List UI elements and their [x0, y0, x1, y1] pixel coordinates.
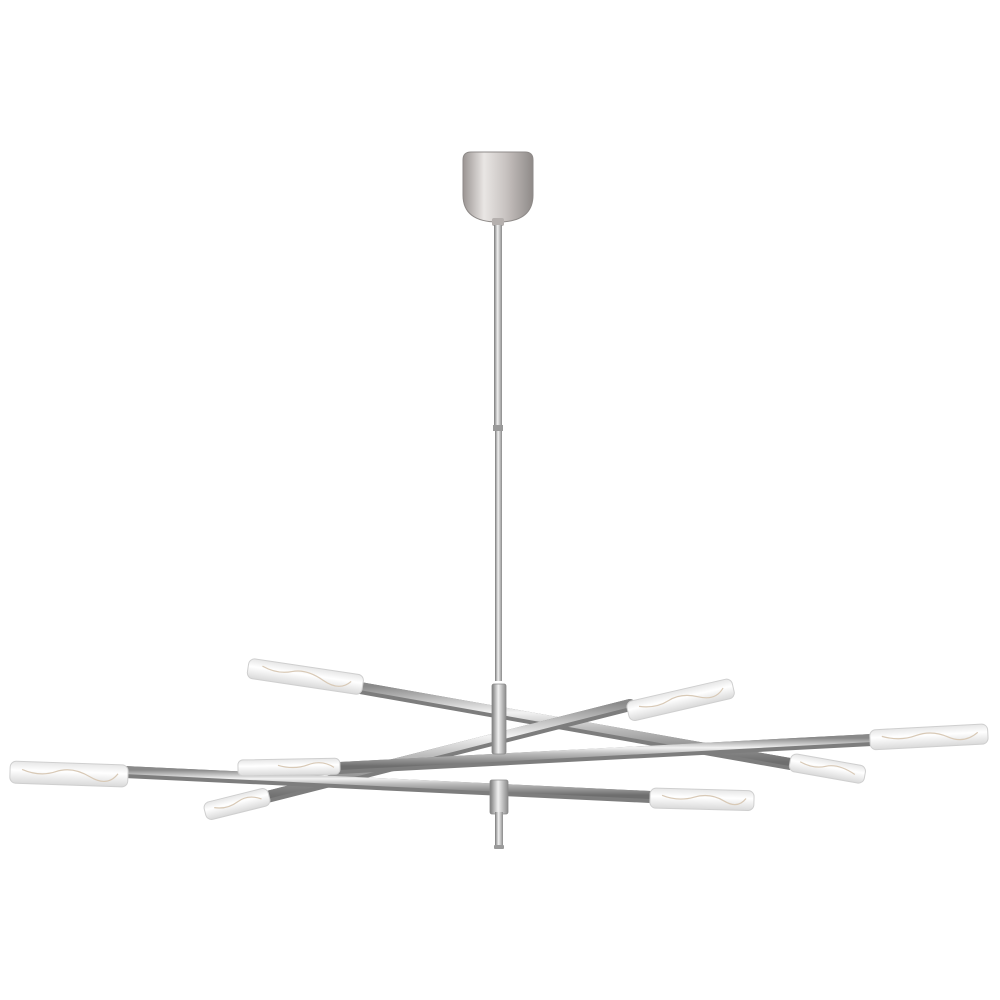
- center-hub: [489, 683, 509, 849]
- glass-light-tube: [203, 788, 271, 820]
- glass-light-tube: [626, 678, 735, 722]
- glass-light-tube: [869, 723, 989, 751]
- glass-light-tube: [237, 757, 341, 777]
- ceiling-canopy: [462, 151, 534, 226]
- arm-long-left: [119, 766, 656, 803]
- glass-light-tube: [246, 658, 364, 695]
- arm-long-right: [334, 734, 878, 774]
- glass-light-tube: [649, 787, 755, 812]
- down-rod: [493, 225, 503, 681]
- glass-light-tube: [788, 753, 866, 784]
- glass-light-tube: [9, 760, 129, 788]
